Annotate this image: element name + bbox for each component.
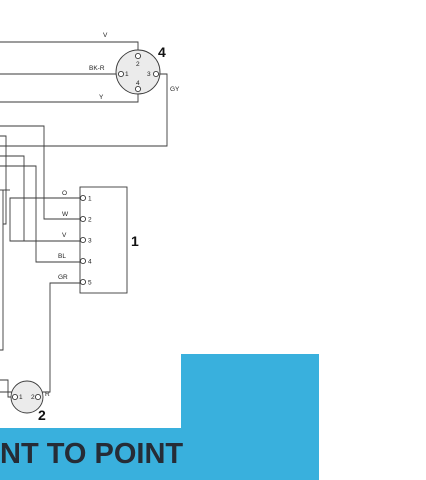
- connector-1-number: 1: [131, 233, 139, 249]
- wire-label-o: O: [62, 190, 67, 197]
- wire-w: [0, 125, 80, 220]
- connector-2-pin-1: [11, 393, 19, 401]
- connector-4-pin-left: [117, 70, 125, 78]
- connector-1-pin-5: [79, 278, 87, 286]
- wire-label-r: R: [45, 391, 50, 398]
- connector-4: 2 1 3 4 4: [115, 44, 166, 95]
- connector-4-number: 4: [158, 44, 166, 60]
- connector-1-pin-3: [79, 236, 87, 244]
- connector-1-pin-1: [79, 194, 87, 202]
- wire-label-y: Y: [99, 94, 104, 101]
- banner-title: NT TO POINT: [0, 438, 184, 470]
- connector-1-pin-2: [79, 215, 87, 223]
- connector-4-pin-bottom: [134, 85, 142, 93]
- banner-background: [0, 354, 319, 480]
- connector-1: 1 O 2 W 3 V 4 BL 5 GR 1: [58, 186, 139, 294]
- wire-y: [0, 90, 139, 103]
- wire-v-top: [0, 41, 139, 54]
- wire-o-pin1: [9, 197, 80, 242]
- wire-left-to-connector2: [0, 379, 12, 398]
- connector-1-pin-4-label: 4: [88, 259, 92, 266]
- connector-2-number: 2: [38, 407, 46, 423]
- connector-4-pin4-label: 4: [136, 80, 140, 87]
- connector-4-pin3-label: 3: [147, 71, 151, 78]
- wire-left-vertical: [0, 190, 4, 351]
- connector-2-body: [10, 380, 44, 414]
- wire-label-v-top: V: [103, 32, 108, 39]
- connector-1-pin-2-label: 2: [88, 217, 92, 224]
- connector-4-pin-top: [134, 52, 142, 60]
- wire-label-gr: GR: [58, 274, 68, 281]
- wire-gy: [0, 73, 168, 147]
- wire-label-bl: BL: [58, 253, 66, 260]
- connector-4-pin-right: [152, 70, 160, 78]
- wire-label-bk-r: BK-R: [89, 65, 105, 72]
- connector-1-pin-5-label: 5: [88, 280, 92, 287]
- connector-2-pin2-label: 2: [31, 394, 35, 401]
- connector-4-pin1-label: 1: [125, 71, 129, 78]
- connector-2-pin-2: [34, 393, 42, 401]
- wire-v-pin3: [0, 155, 25, 241]
- wire-label-gy: GY: [170, 86, 180, 93]
- wire-bl: [0, 165, 80, 263]
- wire-gr: [0, 282, 80, 393]
- wire-o: [0, 135, 7, 225]
- connector-2-pin1-label: 1: [19, 394, 23, 401]
- connector-1-body: [79, 186, 128, 294]
- connector-1-pin-1-label: 1: [88, 196, 92, 203]
- wire-label-v: V: [62, 232, 67, 239]
- connector-1-pin-4: [79, 257, 87, 265]
- connector-4-body: [115, 49, 161, 95]
- connector-2: 1 2 2: [10, 380, 46, 423]
- connector-1-pin-3-label: 3: [88, 238, 92, 245]
- connector-4-pin2-label: 2: [136, 61, 140, 68]
- wire-label-w: W: [62, 211, 69, 218]
